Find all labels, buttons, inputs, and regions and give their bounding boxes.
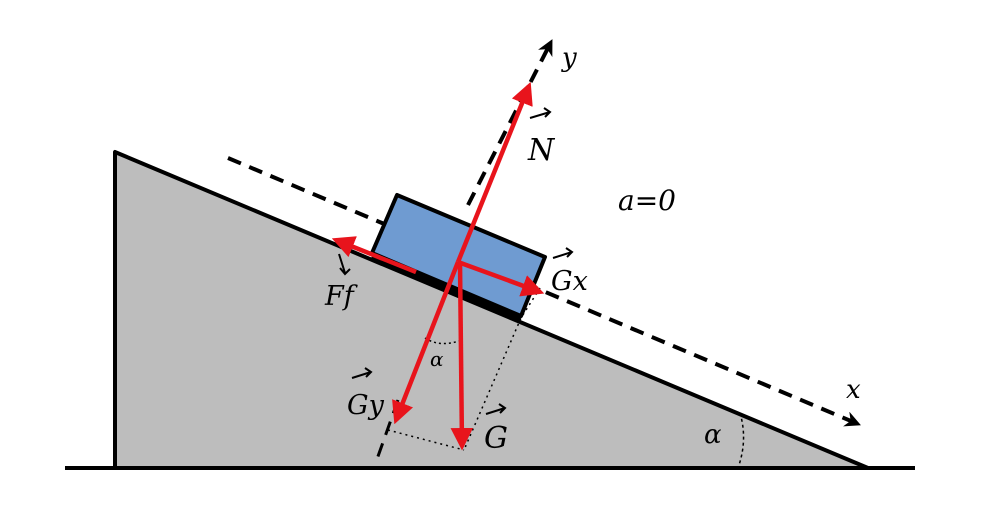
- normal-force-label: N: [527, 133, 556, 168]
- incline-angle-label: α: [704, 420, 722, 450]
- gravity-x-label: Gx: [551, 266, 588, 297]
- y-axis-label: y: [561, 43, 577, 73]
- normal-force-arrow: [455, 81, 533, 263]
- x-axis-label: x: [846, 375, 861, 405]
- block-angle-label: α: [430, 347, 444, 371]
- gravity-y-label: Gy: [347, 390, 385, 421]
- dotted-projection-gy: [387, 429, 465, 451]
- friction-force-label: Ff: [324, 281, 358, 312]
- gravity-label: G: [484, 421, 508, 456]
- friction-force-arrow: [331, 236, 417, 275]
- acceleration-label: a=0: [618, 184, 676, 217]
- y-axis-dashed-top: [466, 39, 553, 206]
- incline-wedge: [113, 150, 870, 470]
- vector-overarrows: [338, 107, 574, 415]
- gravity-arrow: [450, 261, 474, 451]
- gravity-x-arrow: [457, 259, 545, 297]
- gravity-y-arrow: [392, 261, 461, 425]
